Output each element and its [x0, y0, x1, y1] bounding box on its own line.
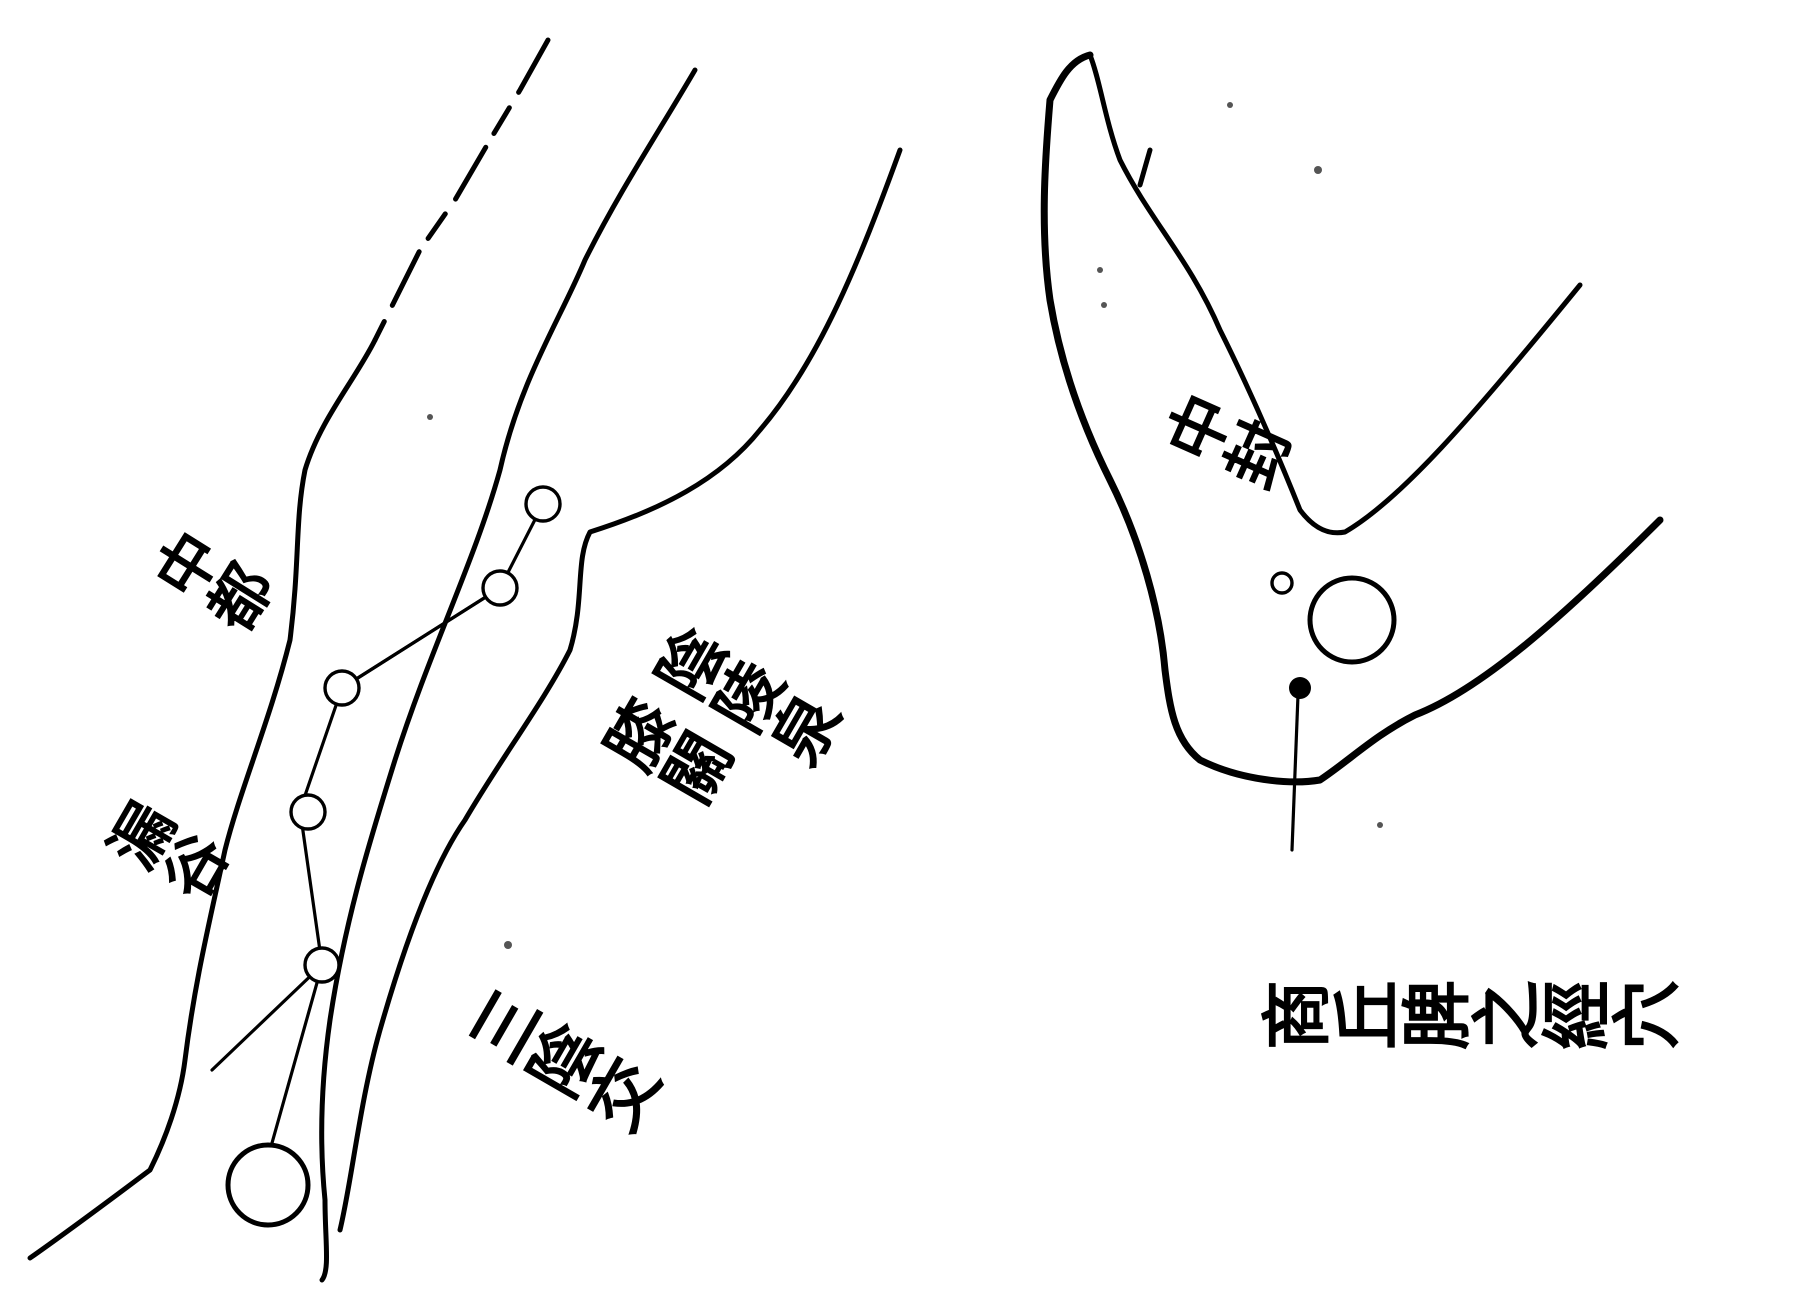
print-speck: [1097, 267, 1103, 273]
print-speck: [1314, 166, 1322, 174]
acupoint-zhongdu: [325, 671, 359, 705]
foot-figure: [427, 55, 1660, 949]
label-zhongfeng: 中封: [1151, 385, 1298, 506]
print-speck: [1101, 302, 1107, 308]
foot-tick-mark: [1140, 150, 1150, 185]
label-sanyinjiao: 三陰交: [452, 979, 669, 1150]
acupoint-shangqiu-dot: [1289, 677, 1311, 699]
label-shangqiu-caption: 商丘脾之經穴: [1260, 979, 1680, 1062]
print-speck: [1227, 102, 1233, 108]
print-speck: [1377, 822, 1383, 828]
acupoint-yinlingquan: [526, 487, 560, 521]
acupoint-lougu: [291, 795, 325, 829]
labels: 陰陵泉 膝關 中都 漏谷 三陰交 中封 商丘脾之經穴: [93, 385, 1680, 1151]
acupoint-zhongfeng: [1272, 573, 1292, 593]
leg-figure: [30, 40, 900, 1280]
meridian-cross-line: [342, 588, 500, 688]
acupoint-sanyinjiao: [228, 1145, 308, 1225]
acupoint-junction: [305, 948, 339, 982]
label-zhongdu: 中都: [138, 520, 282, 648]
acupoint-xiguan: [483, 571, 517, 605]
leg-dashed-outline: [375, 40, 548, 340]
ankle-bone-circle: [1310, 578, 1394, 662]
meridian-branch-line: [212, 965, 322, 1070]
foot-outline: [1044, 55, 1660, 782]
print-speck: [427, 414, 433, 420]
print-speck: [504, 941, 512, 949]
foot-inner-outline: [1090, 55, 1580, 533]
shangqiu-leader-line: [1292, 695, 1298, 850]
